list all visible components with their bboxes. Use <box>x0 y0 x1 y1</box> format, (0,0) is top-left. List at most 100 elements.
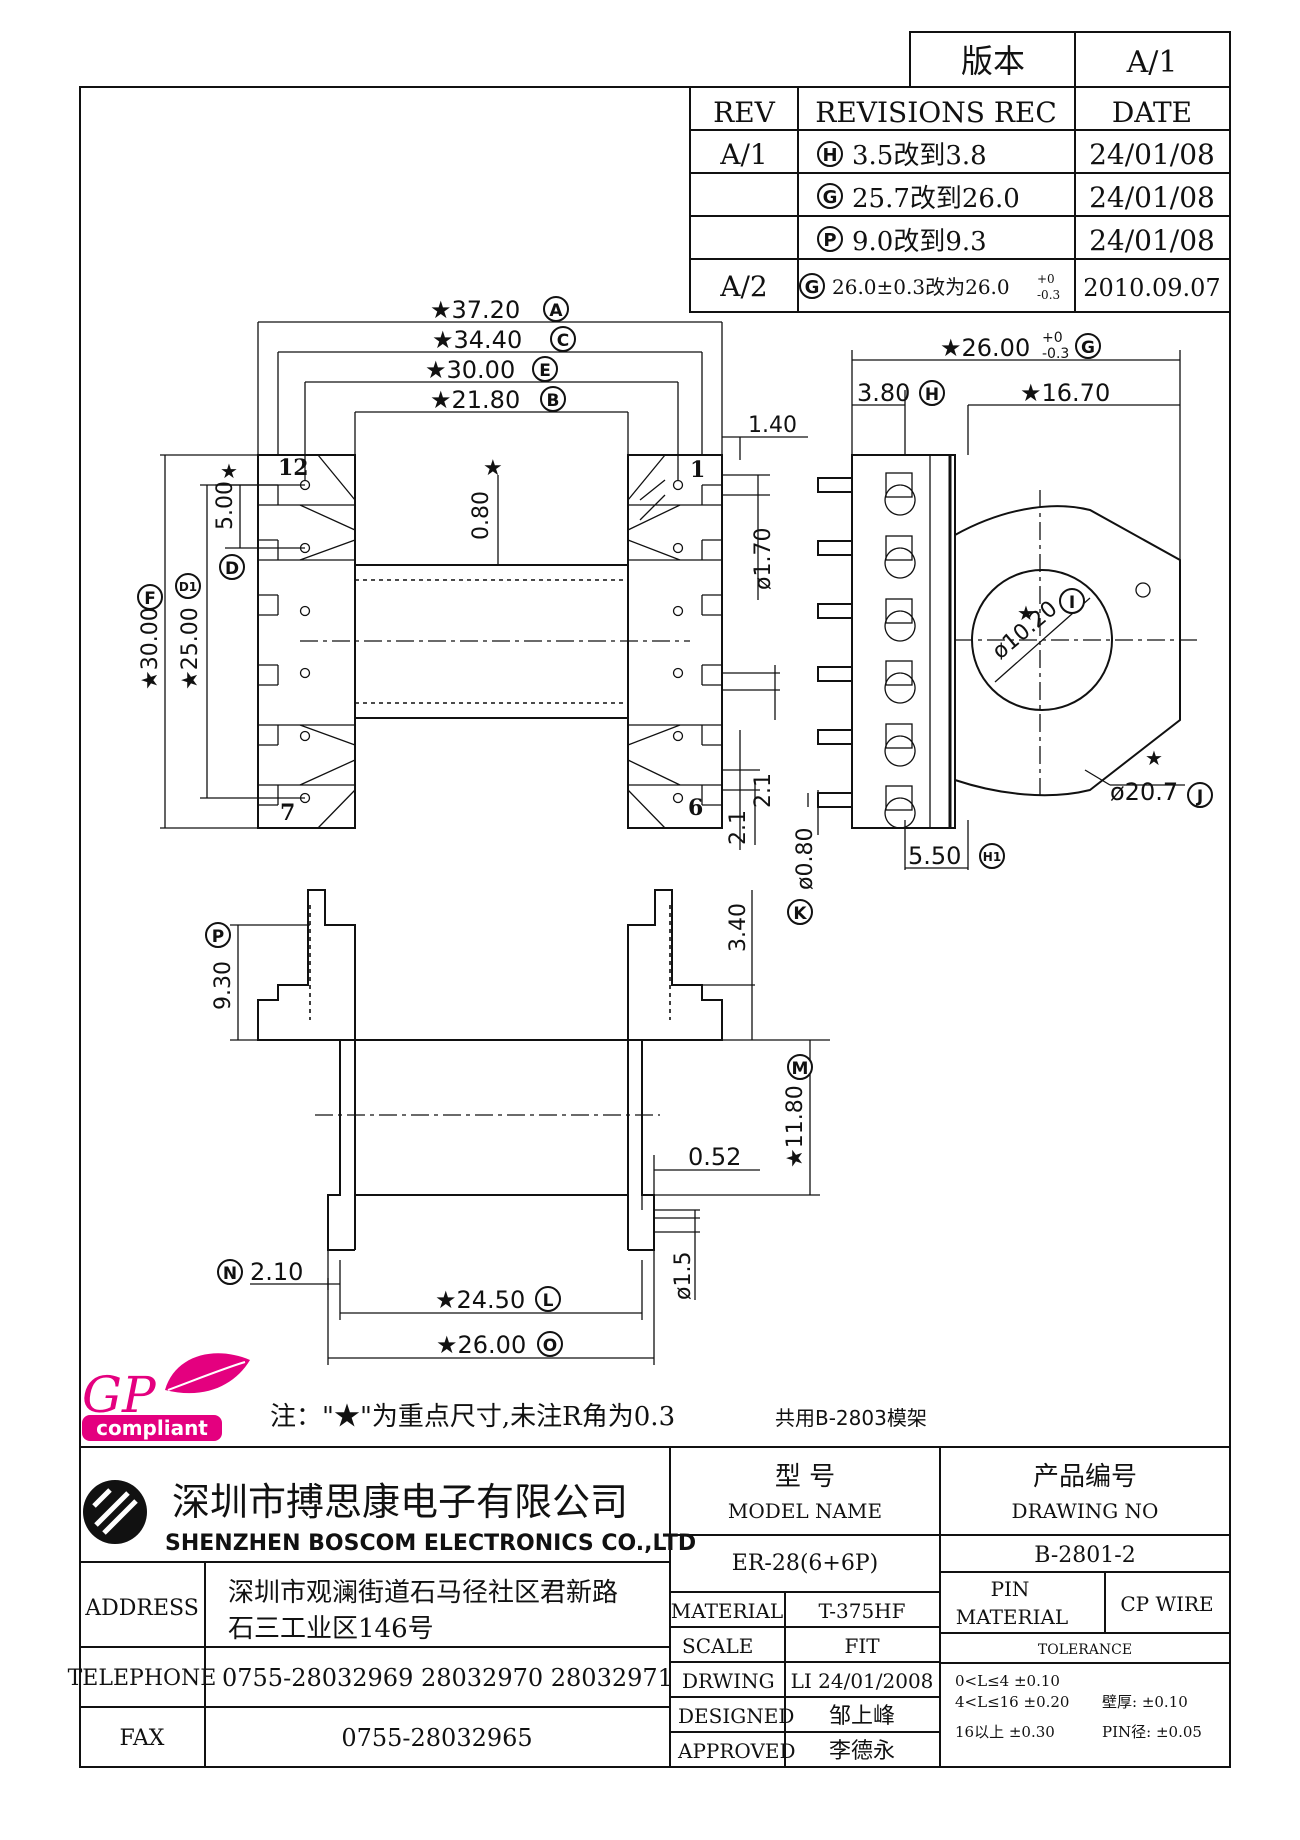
address-line2: 石三工业区146号 <box>228 1614 434 1644</box>
sheet-border <box>79 86 1231 1768</box>
model-label-en: MODEL NAME <box>728 1499 882 1523</box>
note-text: 注："★"为重点尺寸,未注R角为0.3 <box>270 1402 675 1432</box>
dim-26-00-side: ★26.00 <box>940 334 1030 362</box>
note-shared-mold: 共用B-2803模架 <box>775 1406 927 1430</box>
model-label-cn: 型 号 <box>775 1462 835 1492</box>
dim-dia-1-70: ø1.70 <box>751 528 776 590</box>
telephone-value: 0755-28032969 28032970 28032971 <box>222 1664 673 1692</box>
mark-O: O <box>543 1336 557 1356</box>
dim-2-10: 2.10 <box>250 1258 303 1286</box>
designed-value: 邹上峰 <box>829 1704 895 1729</box>
gp-compliant-logo: GP compliant <box>82 1353 250 1441</box>
rev-text: 3.5改到3.8 <box>852 141 987 171</box>
scale-label: SCALE <box>682 1634 753 1658</box>
dim-16-70: ★16.70 <box>1020 379 1110 407</box>
dim-34-40: ★34.40 <box>432 326 522 354</box>
rev-mark: H <box>822 145 837 166</box>
mark-K: K <box>793 904 807 924</box>
mark-J: J <box>1196 787 1203 807</box>
rev-mark: G <box>805 277 820 298</box>
scale-value: FIT <box>844 1634 880 1658</box>
dim-dia-1-5: ø1.5 <box>671 1252 696 1300</box>
dim-0-80: 0.80 <box>469 491 494 540</box>
rev-mark: P <box>823 230 836 251</box>
rev-date: 24/01/08 <box>1089 181 1215 214</box>
rev-text: 26.0±0.3改为26.0 <box>832 275 1010 299</box>
top-view: 12 1 7 6 ★37.20 A ★34.40 C ★30.00 E ★21.… <box>137 296 808 850</box>
star-mark: ★ <box>1017 601 1035 625</box>
pin-7-label: 7 <box>280 800 295 826</box>
drawing-value: B-2801-2 <box>1034 1543 1135 1568</box>
rev-cell: A/2 <box>719 270 767 303</box>
rev-header: REV <box>713 96 776 129</box>
dim-dia-0-80-side: ø0.80 <box>793 828 818 890</box>
rec-header: REVISIONS REC <box>815 96 1057 129</box>
pin-material-label1: PIN <box>991 1577 1030 1601</box>
rev-tol-minus: -0.3 <box>1037 288 1060 302</box>
dim-2-1-b: 2.1 <box>726 810 751 845</box>
pin-material-value: CP WIRE <box>1120 1592 1213 1616</box>
dim-5-00: 5.00 <box>213 481 238 530</box>
title-block: 深圳市搏思康电子有限公司 SHENZHEN BOSCOM ELECTRONICS… <box>68 1446 1230 1767</box>
dim-26-00-front: ★26.00 <box>436 1331 526 1359</box>
mark-D: D <box>225 559 239 579</box>
mark-H1: H1 <box>983 850 1001 864</box>
wall-tolerance: 壁厚: ±0.10 <box>1102 1693 1188 1711</box>
dim-11-80: ★11.80 <box>783 1085 808 1168</box>
tol-line2: 4<L≤16 ±0.20 <box>955 1693 1069 1711</box>
revisions-table: REV REVISIONS REC DATE A/1 H 3.5改到3.8 24… <box>689 86 1231 313</box>
dim-24-50: ★24.50 <box>435 1286 525 1314</box>
approved-value: 李德永 <box>829 1739 895 1764</box>
fax-value: 0755-28032965 <box>341 1724 532 1752</box>
rev-text: 9.0改到9.3 <box>852 227 987 257</box>
dim-21-80: ★21.80 <box>430 386 520 414</box>
rev-cell: A/1 <box>719 138 767 171</box>
star-mark: ★ <box>220 459 238 483</box>
pin-1-label: 1 <box>690 457 705 483</box>
mark-E: E <box>539 361 551 381</box>
drawing-label-cn: 产品编号 <box>1033 1462 1137 1492</box>
tol-line3: 16以上 ±0.30 <box>955 1723 1055 1741</box>
mark-B: B <box>547 391 560 411</box>
material-label: MATERIAL <box>671 1599 783 1623</box>
pin-12-label: 12 <box>278 455 309 481</box>
tolerance-label: TOLERANCE <box>1038 1642 1132 1658</box>
rev-date: 24/01/08 <box>1089 138 1215 171</box>
star-mark: ★ <box>1145 746 1163 770</box>
rev-date: 24/01/08 <box>1089 224 1215 257</box>
rev-date: 2010.09.07 <box>1083 274 1220 302</box>
mark-I: I <box>1069 593 1075 613</box>
dim-0-52: 0.52 <box>688 1143 741 1171</box>
drwing-label: DRWING <box>682 1669 775 1693</box>
compliant-text: compliant <box>96 1416 208 1440</box>
dim-9-30: 9.30 <box>211 961 236 1010</box>
mark-F: F <box>144 589 156 609</box>
model-value: ER-28(6+6P) <box>732 1551 878 1576</box>
dim-26-tol-minus: -0.3 <box>1042 346 1069 362</box>
tol-line1: 0<L≤4 ±0.10 <box>955 1672 1060 1690</box>
dim-37-20: ★37.20 <box>430 296 520 324</box>
mark-C: C <box>557 331 569 351</box>
dim-dia-20-7: ø20.7 <box>1110 778 1178 806</box>
dim-30-00: ★30.00 <box>425 356 515 384</box>
rev-mark: G <box>823 187 838 208</box>
mark-G: G <box>1081 338 1095 358</box>
mark-H: H <box>925 385 939 405</box>
date-header: DATE <box>1112 96 1192 129</box>
dim-25-00-vert: ★25.00 <box>178 607 203 690</box>
rev-text: 25.7改到26.0 <box>852 184 1020 214</box>
approved-label: APPROVED <box>677 1739 796 1763</box>
material-value: T-375HF <box>818 1599 905 1623</box>
version-value: A/1 <box>1126 45 1178 80</box>
side-view: ★ ø10.20 I ★ ø20.7 J ★26.00 +0 -0.3 G 3.… <box>787 330 1213 925</box>
dim-30-00-vert: ★30.00 <box>138 607 163 690</box>
front-view: P 9.30 3.40 M ★11.80 0.52 ø1.5 N 2.10 ★2… <box>205 889 830 1365</box>
pin-material-label2: MATERIAL <box>956 1605 1068 1629</box>
address-line1: 深圳市观澜街道石马径社区君新路 <box>228 1578 618 1608</box>
dim-3-40: 3.40 <box>726 903 751 952</box>
designed-label: DESIGNED <box>678 1704 794 1728</box>
mark-P: P <box>212 927 224 947</box>
pin-dia-tolerance: PIN径: ±0.05 <box>1102 1723 1202 1741</box>
version-label: 版本 <box>961 42 1025 80</box>
drwing-value: LI 24/01/2008 <box>791 1669 934 1693</box>
